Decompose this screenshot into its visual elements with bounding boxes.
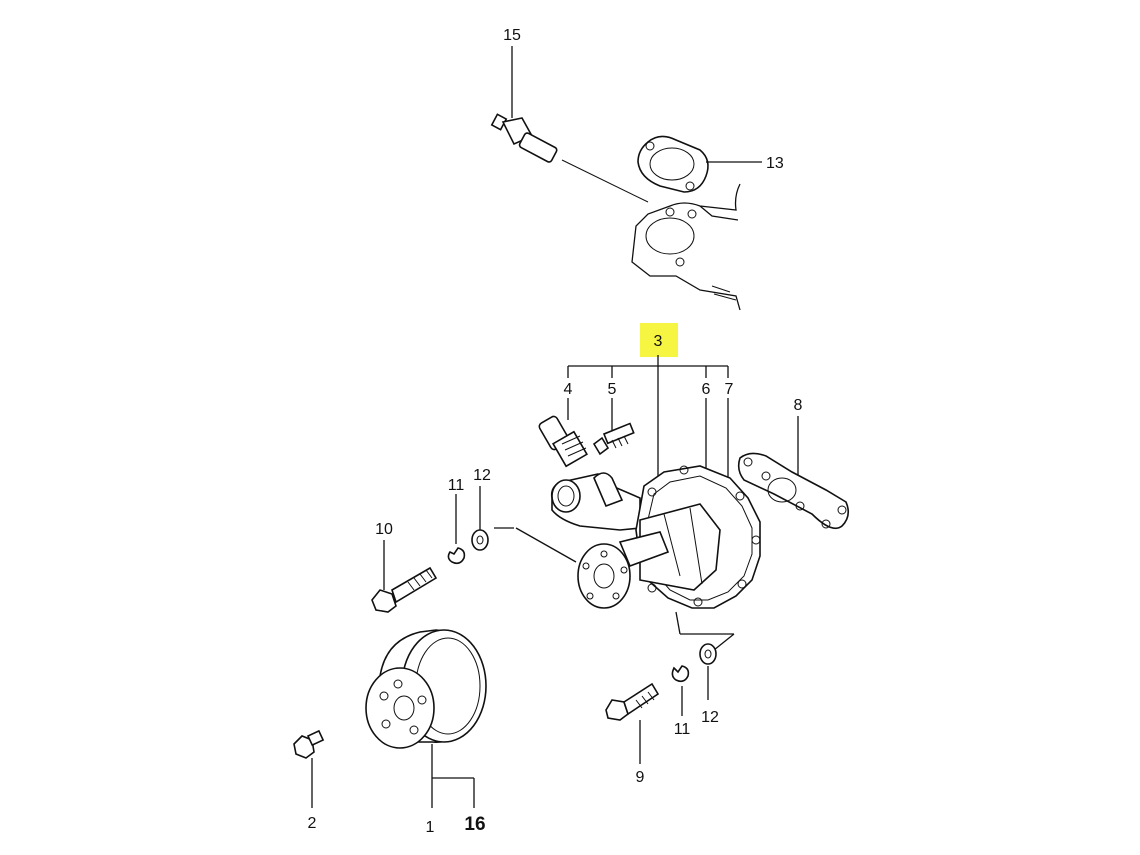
pump-gasket-part: [737, 416, 850, 530]
assembly-bracket-3: [567, 355, 729, 478]
temperature-sensor-part: [490, 46, 649, 203]
pulley-part: [365, 629, 487, 808]
label-8: 8: [794, 397, 803, 414]
label-2: 2: [308, 815, 317, 832]
label-12-lower: 12: [701, 709, 719, 726]
label-11-lower: 11: [674, 721, 691, 738]
flat-washer-lower: [699, 643, 717, 700]
long-bolt-part-10: [371, 540, 438, 613]
small-bolt-part: [592, 398, 635, 456]
label-7: 7: [725, 381, 734, 398]
flat-washer-upper: [471, 486, 489, 551]
label-3: 3: [654, 333, 663, 350]
lock-washer-upper: [447, 494, 466, 565]
bolt-part-9: [605, 682, 660, 764]
water-pump-body: [550, 465, 761, 609]
label-6: 6: [702, 381, 711, 398]
label-9: 9: [636, 769, 645, 786]
lock-washer-lower: [671, 665, 690, 716]
label-13: 13: [766, 155, 784, 172]
part-3-highlight: [640, 323, 678, 357]
label-15: 15: [503, 27, 521, 44]
thermostat-gasket-part: [637, 135, 762, 193]
plug-bolt-part: [293, 729, 325, 808]
label-4: 4: [564, 381, 573, 398]
label-10: 10: [375, 521, 393, 538]
engine-block-outline: [631, 183, 741, 311]
label-1: 1: [426, 819, 435, 836]
part-labels: 15 13 3 4 5 6 7 8 11 12 10 12 11 9 2 1 1…: [308, 27, 803, 836]
label-12-upper: 12: [473, 467, 491, 484]
label-5: 5: [608, 381, 617, 398]
pipe-fitting-part: [538, 398, 588, 468]
label-11-upper: 11: [448, 477, 465, 494]
label-16: 16: [464, 814, 485, 835]
